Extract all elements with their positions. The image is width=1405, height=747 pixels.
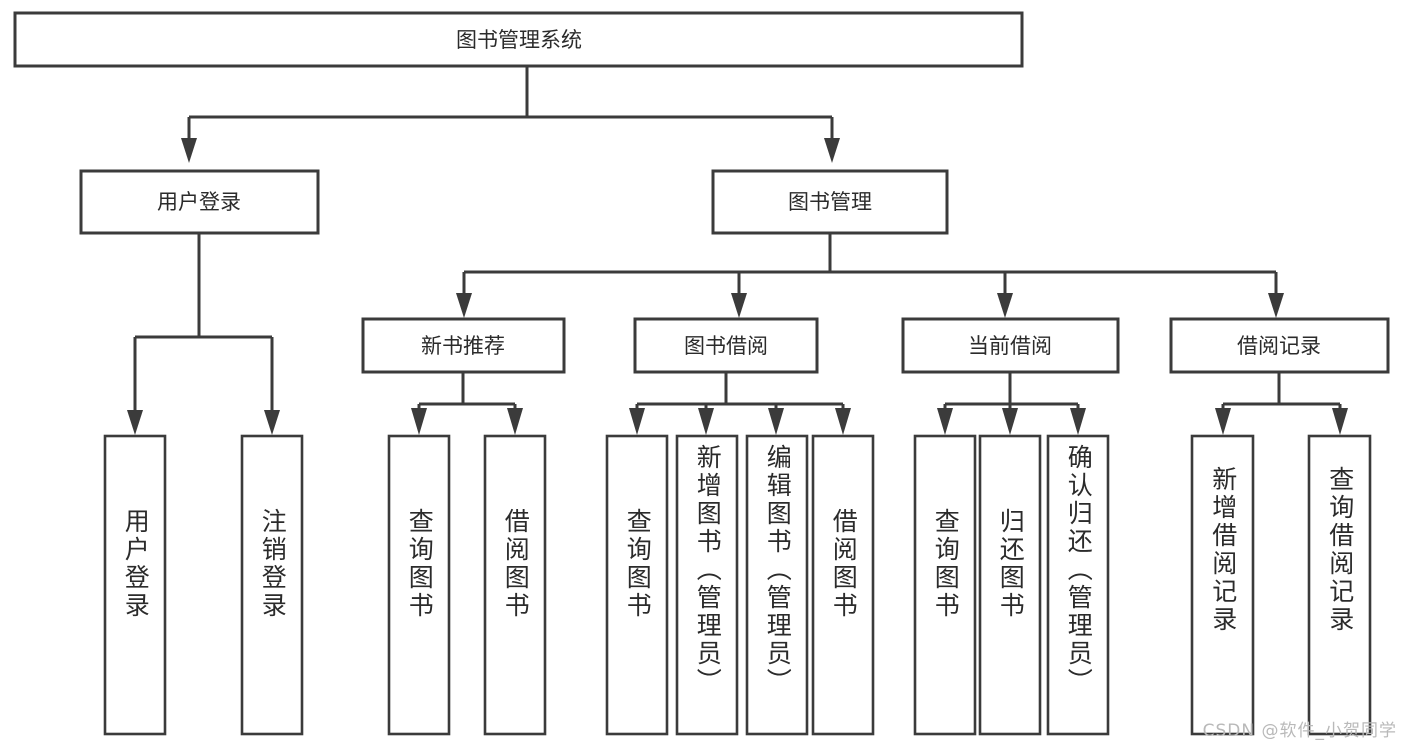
arrow-to-leaf-cb-1 <box>937 408 953 435</box>
node-book-borrow[interactable]: 图书借阅 <box>633 317 819 374</box>
arrow-to-leaf-bb-4 <box>835 408 851 435</box>
arrow-to-leaf-nbr-1 <box>411 408 427 435</box>
leaf-box-nbr-borrow-book[interactable] <box>483 434 547 736</box>
leaf-box-nbr-query-book[interactable] <box>387 434 451 736</box>
node-root-system[interactable]: 图书管理系统 <box>13 11 1024 68</box>
connector-user-login-to-leaves <box>127 233 280 435</box>
leaf-box-br-query-record[interactable] <box>1307 434 1372 736</box>
node-new-book-recommend[interactable]: 新书推荐 <box>361 317 566 374</box>
node-new-book-recommend-box[interactable] <box>361 317 566 374</box>
leaf-box-bb-borrow-book[interactable] <box>811 434 875 736</box>
leaf-box-cb-confirm-return[interactable] <box>1046 434 1110 736</box>
node-current-borrow-box[interactable] <box>901 317 1120 374</box>
node-root-system-label: 图书管理系统 <box>456 28 582 52</box>
arrow-to-leaf-logout <box>264 410 280 435</box>
arrow-to-leaf-bb-2 <box>698 408 714 435</box>
leaf-box-bb-add-book[interactable] <box>675 434 739 736</box>
node-book-borrow-box[interactable] <box>633 317 819 374</box>
node-current-borrow[interactable]: 当前借阅 <box>901 317 1120 374</box>
node-user-login[interactable]: 用户登录 <box>79 169 320 235</box>
arrow-to-leaf-cb-3 <box>1070 408 1086 435</box>
leaf-box-bb-query-book[interactable] <box>605 434 669 736</box>
arrow-to-new-book-recommend <box>456 293 472 318</box>
leaf-box-br-add-record[interactable] <box>1190 434 1255 736</box>
connector-root-to-level2 <box>181 66 840 163</box>
node-borrow-record[interactable]: 借阅记录 <box>1169 317 1390 374</box>
leaf-box-cb-return-book[interactable] <box>978 434 1042 736</box>
leaf-box-cb-query-book[interactable] <box>913 434 977 736</box>
connector-borrow-record-to-leaves <box>1215 372 1348 435</box>
node-root-system-box[interactable] <box>13 11 1024 68</box>
connector-current-borrow-to-leaves <box>937 372 1086 435</box>
arrow-to-leaf-bb-3 <box>768 408 784 435</box>
arrow-to-leaf-br-1 <box>1215 408 1231 435</box>
arrow-to-borrow-record <box>1268 293 1284 318</box>
arrow-to-book-manage <box>824 138 840 163</box>
arrow-to-leaf-bb-1 <box>629 408 645 435</box>
node-user-login-label: 用户登录 <box>157 190 241 214</box>
arrow-to-user-login <box>181 138 197 163</box>
leaf-box-bb-edit-book[interactable] <box>745 434 809 736</box>
node-book-manage[interactable]: 图书管理 <box>711 169 949 235</box>
node-borrow-record-label: 借阅记录 <box>1237 334 1321 358</box>
node-borrow-record-box[interactable] <box>1169 317 1390 374</box>
arrow-to-leaf-user-login <box>127 410 143 435</box>
arrow-to-book-borrow <box>731 293 747 318</box>
node-user-login-box[interactable] <box>79 169 320 235</box>
node-book-manage-label: 图书管理 <box>788 190 872 214</box>
node-book-borrow-label: 图书借阅 <box>684 334 768 358</box>
csdn-watermark: CSDN @软件_小贺同学 <box>1202 721 1397 741</box>
node-current-borrow-label: 当前借阅 <box>968 334 1052 358</box>
leaf-box-logout[interactable] <box>240 434 304 736</box>
connector-new-book-recommend-to-leaves <box>411 372 523 435</box>
arrow-to-current-borrow <box>997 293 1013 318</box>
arrow-to-leaf-br-2 <box>1332 408 1348 435</box>
node-new-book-recommend-label: 新书推荐 <box>421 334 505 358</box>
leaf-box-user-login[interactable] <box>103 434 167 736</box>
connector-book-borrow-to-leaves <box>629 372 851 435</box>
connector-book-manage-to-level3 <box>456 233 1284 318</box>
arrow-to-leaf-nbr-2 <box>507 408 523 435</box>
arrow-to-leaf-cb-2 <box>1002 408 1018 435</box>
